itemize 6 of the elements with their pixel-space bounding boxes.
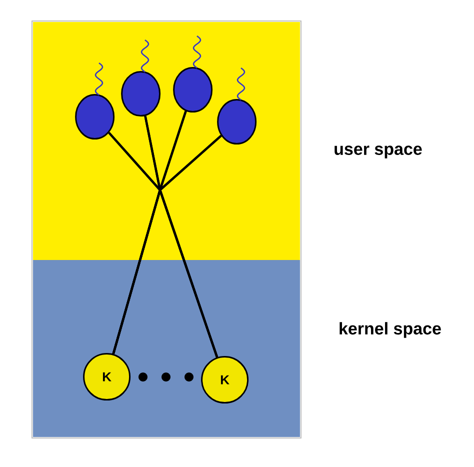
thread-circle: [121, 71, 161, 117]
thread-circle: [75, 94, 115, 140]
band-label: user space: [334, 146, 422, 158]
band-label: kernel space: [340, 322, 441, 338]
thread-circle: [173, 67, 213, 113]
thread-circle: [217, 99, 257, 145]
